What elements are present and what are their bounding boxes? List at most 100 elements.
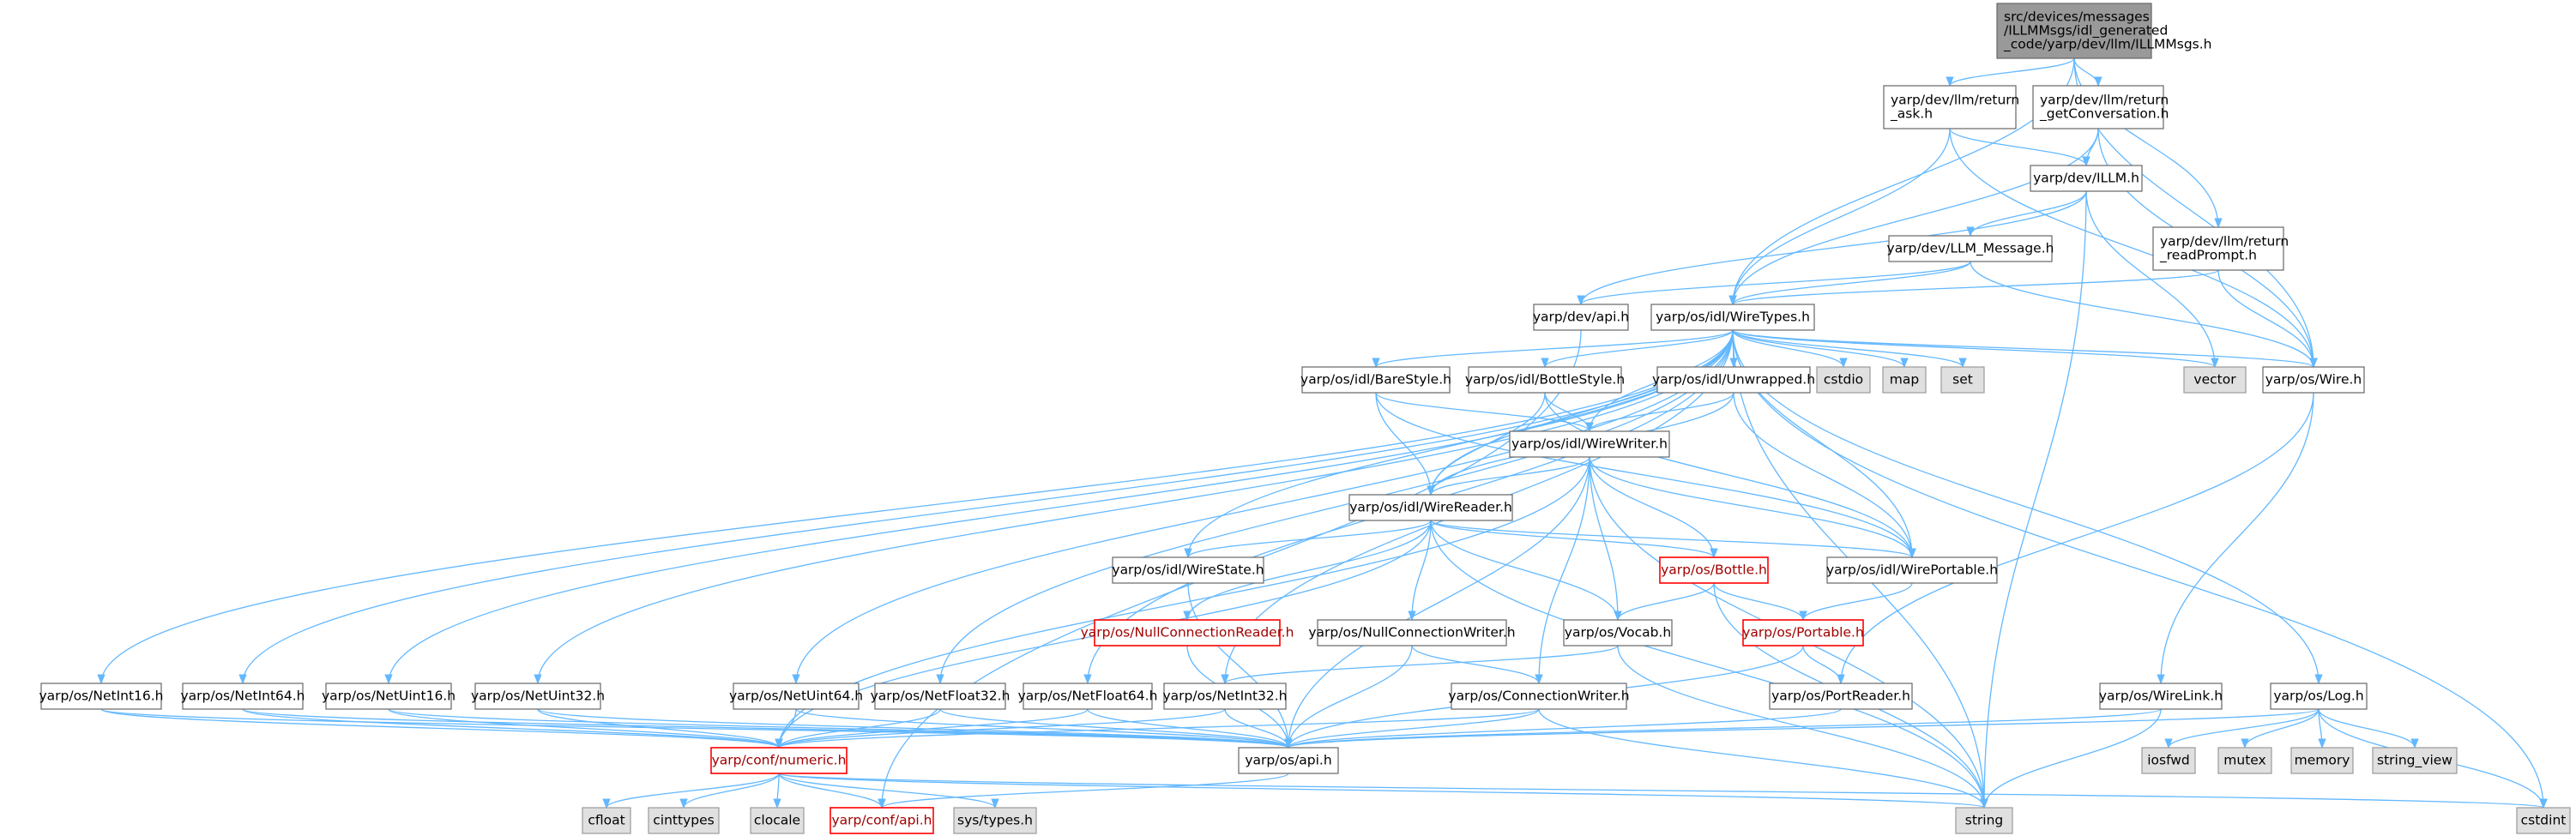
node-nullconnreader[interactable]: yarp/os/NullConnectionReader.h: [1081, 619, 1294, 647]
node-cinttypes[interactable]: cinttypes: [648, 807, 720, 834]
node-os_api[interactable]: yarp/os/api.h: [1238, 747, 1339, 774]
edge-barestyle-to-wirereader: [1375, 392, 1435, 496]
node-box: [1509, 430, 1670, 458]
edge-log-to-mutex: [2241, 708, 2320, 749]
edge-wirewriter-to-bottle: [1589, 456, 1718, 559]
edge-wirelink-to-os_api: [1284, 708, 2162, 749]
node-netint32[interactable]: yarp/os/NetInt32.h: [1162, 683, 1288, 710]
node-box: [1656, 366, 1811, 394]
node-vocab[interactable]: yarp/os/Vocab.h: [1563, 619, 1673, 647]
node-portreader[interactable]: yarp/os/PortReader.h: [1769, 683, 1913, 710]
node-box: [733, 683, 860, 710]
node-netint64[interactable]: yarp/os/NetInt64.h: [180, 683, 305, 710]
node-vector[interactable]: vector: [2183, 366, 2247, 394]
node-label: yarp/os/Log.h: [2273, 689, 2363, 704]
node-netfloat64[interactable]: yarp/os/NetFloat64.h: [1018, 683, 1158, 710]
node-mutex[interactable]: mutex: [2217, 747, 2272, 774]
node-iosfwd[interactable]: iosfwd: [2141, 747, 2196, 774]
node-label: yarp/os/idl/Unwrapped.h: [1652, 372, 1815, 388]
node-netuint32[interactable]: yarp/os/NetUint32.h: [471, 683, 605, 710]
node-portable[interactable]: yarp/os/Portable.h: [1742, 619, 1864, 647]
node-box: [1112, 556, 1264, 584]
node-memory[interactable]: memory: [2290, 747, 2354, 774]
node-bottle[interactable]: yarp/os/Bottle.h: [1659, 556, 1769, 584]
node-cfloat[interactable]: cfloat: [582, 807, 631, 834]
node-box: [2372, 747, 2458, 774]
node-set[interactable]: set: [1940, 366, 1985, 394]
node-cstdio[interactable]: cstdio: [1816, 366, 1871, 394]
edge-root-to-ret_ask: [1946, 57, 2075, 87]
node-box: [1563, 619, 1673, 647]
edge-netfloat64-to-os_api: [1087, 708, 1293, 749]
node-ret_ask[interactable]: yarp/dev/llm/return_ask.h: [1883, 85, 2019, 129]
node-conf_api[interactable]: yarp/conf/api.h: [830, 807, 934, 834]
node-numeric[interactable]: yarp/conf/numeric.h: [710, 747, 848, 774]
node-unwrapped[interactable]: yarp/os/idl/Unwrapped.h: [1652, 366, 1815, 394]
edge-wirereader-to-wirestate: [1184, 520, 1432, 559]
edge-illm-to-llm_message: [1966, 190, 2087, 238]
node-cstdint[interactable]: cstdint: [2516, 807, 2571, 834]
node-box: [1826, 556, 1998, 584]
node-wirereader[interactable]: yarp/os/idl/WireReader.h: [1348, 494, 1513, 521]
edge-unwrapped-to-wireportable: [1733, 392, 1916, 559]
node-os_wire[interactable]: yarp/os/Wire.h: [2262, 366, 2365, 394]
node-label: yarp/os/idl/WireReader.h: [1349, 500, 1512, 515]
edge-bottlestyle-to-wirereader: [1427, 392, 1546, 496]
node-label: vector: [2193, 372, 2236, 388]
node-box: [1659, 556, 1769, 584]
edge-ret_readprompt-to-wiretypes: [1728, 269, 2219, 306]
node-box: [648, 807, 720, 834]
node-box: [2030, 165, 2143, 192]
node-map[interactable]: map: [1882, 366, 1927, 394]
node-netfloat32[interactable]: yarp/os/NetFloat32.h: [871, 683, 1010, 710]
edge-log-to-os_api: [1284, 708, 2320, 749]
node-netuint64[interactable]: yarp/os/NetUint64.h: [729, 683, 863, 710]
node-systypes[interactable]: sys/types.h: [953, 807, 1037, 834]
edge-connwriter-to-os_api: [1284, 708, 1540, 749]
node-barestyle[interactable]: yarp/os/idl/BareStyle.h: [1300, 366, 1451, 394]
node-illm[interactable]: yarp/dev/ILLM.h: [2030, 165, 2143, 192]
edge-numeric-to-cstdint: [778, 773, 2547, 809]
node-ret_readprompt[interactable]: yarp/dev/llm/return_readPrompt.h: [2152, 226, 2289, 271]
edge-wiretypes-to-netfloat32: [936, 329, 1734, 685]
node-llm_message[interactable]: yarp/dev/LLM_Message.h: [1887, 235, 2054, 262]
edge-wirewriter-to-connwriter: [1535, 456, 1590, 685]
node-bottlestyle[interactable]: yarp/os/idl/BottleStyle.h: [1465, 366, 1625, 394]
node-ret_getconv[interactable]: yarp/dev/llm/return_getConversation.h: [2032, 85, 2169, 129]
node-box: [750, 807, 805, 834]
node-box: [1238, 747, 1339, 774]
node-wireportable[interactable]: yarp/os/idl/WirePortable.h: [1826, 556, 1998, 584]
node-label: yarp/os/Bottle.h: [1661, 562, 1767, 578]
node-wiretypes[interactable]: yarp/os/idl/WireTypes.h: [1650, 304, 1815, 331]
node-box: [582, 807, 631, 834]
node-wirewriter[interactable]: yarp/os/idl/WireWriter.h: [1509, 430, 1670, 458]
node-label: yarp/os/Portable.h: [1742, 625, 1864, 641]
node-connwriter[interactable]: yarp/os/ConnectionWriter.h: [1448, 683, 1630, 710]
node-wirelink[interactable]: yarp/os/WireLink.h: [2099, 683, 2223, 710]
node-string[interactable]: string: [1955, 807, 2013, 834]
node-clocale[interactable]: clocale: [750, 807, 805, 834]
node-log[interactable]: yarp/os/Log.h: [2270, 683, 2368, 710]
node-label: yarp/dev/llm/return: [2160, 234, 2289, 250]
node-string_view[interactable]: string_view: [2372, 747, 2458, 774]
node-box: [1451, 683, 1627, 710]
node-netint16[interactable]: yarp/os/NetInt16.h: [39, 683, 164, 710]
edge-netint64-to-numeric: [242, 708, 783, 749]
node-dev_api[interactable]: yarp/dev/api.h: [1533, 304, 1629, 331]
edge-numeric-to-conf_api: [778, 773, 886, 809]
node-label: cstdint: [2521, 813, 2567, 828]
node-box: [1317, 619, 1507, 647]
edge-os_wire-to-wirelink: [2157, 392, 2314, 685]
edge-netfloat32-to-numeric: [775, 708, 941, 749]
node-label: mutex: [2223, 753, 2265, 768]
edge-wirereader-to-bottle: [1430, 520, 1718, 559]
edge-root-to-ret_readprompt: [2073, 57, 2223, 229]
node-wirestate[interactable]: yarp/os/idl/WireState.h: [1112, 556, 1264, 584]
node-nullconnwriter[interactable]: yarp/os/NullConnectionWriter.h: [1308, 619, 1516, 647]
edge-netfloat32-to-os_api: [939, 708, 1293, 749]
node-netuint16[interactable]: yarp/os/NetUint16.h: [322, 683, 455, 710]
node-root[interactable]: src/devices/messages/ILLMMsgs/idl_genera…: [1996, 3, 2212, 59]
node-label: map: [1890, 372, 1919, 388]
edge-connwriter-to-string: [1538, 708, 1988, 809]
node-label: cfloat: [588, 813, 624, 828]
